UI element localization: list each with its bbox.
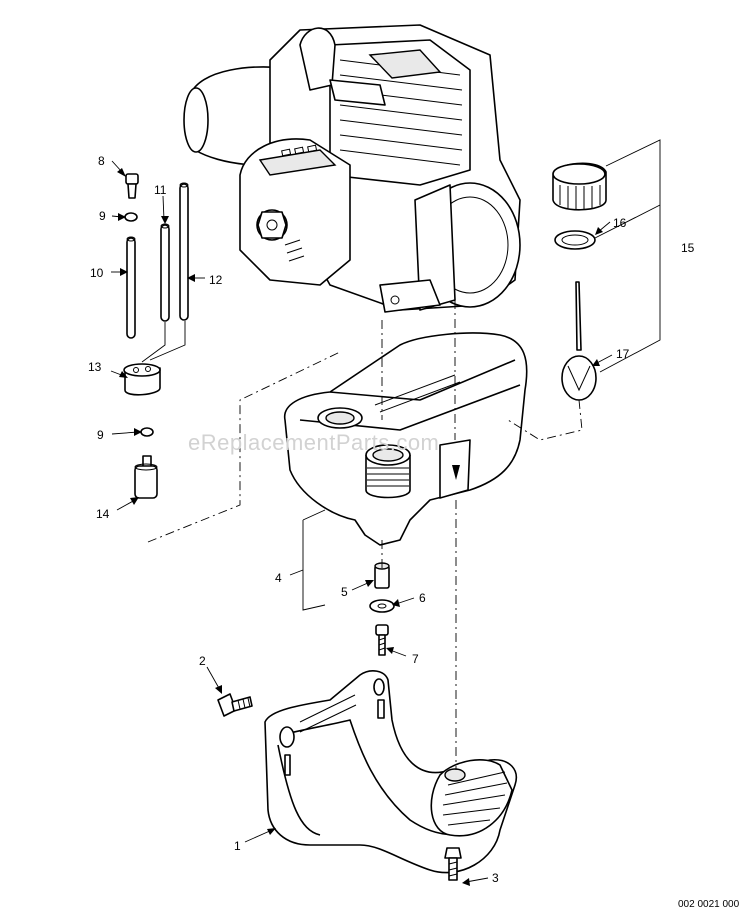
part-8-fitting [125, 173, 139, 199]
part-9-oring-upper [124, 212, 138, 222]
callout-16: 16 [613, 216, 627, 230]
drawing-number: 002 0021 000 [678, 899, 740, 910]
callout-5: 5 [341, 585, 348, 599]
callout-11: 11 [154, 183, 167, 197]
callout-9-upper: 9 [99, 209, 106, 223]
callout-2: 2 [199, 654, 206, 668]
callout-14: 14 [96, 507, 110, 521]
callout-7: 7 [412, 652, 419, 666]
part-6-washer [369, 599, 395, 613]
watermark-text: eReplacementParts.com [188, 430, 439, 455]
callout-15: 15 [681, 241, 695, 255]
callout-9-lower: 9 [97, 428, 104, 442]
engine-assembly [183, 24, 521, 313]
part-3-bolt [444, 847, 462, 881]
part-12-tube [179, 182, 189, 321]
callout-8: 8 [98, 154, 105, 168]
part-2-bolt [217, 693, 253, 717]
part-13-grommet [123, 321, 186, 396]
part-10-tube [126, 236, 136, 339]
callout-3: 3 [492, 871, 499, 885]
callout-arrows [110, 160, 613, 886]
callout-10: 10 [90, 266, 104, 280]
part-11-tube [160, 223, 170, 322]
callout-6: 6 [419, 591, 426, 605]
callout-4: 4 [275, 571, 282, 585]
callout-13: 13 [88, 360, 102, 374]
part-17-strainer [561, 281, 597, 401]
callout-12: 12 [209, 273, 223, 287]
leader-lines [147, 139, 661, 770]
part-9-oring-lower [140, 427, 154, 437]
callout-17: 17 [616, 347, 630, 361]
part-16-gasket [554, 230, 596, 250]
callout-labels: 1 2 3 4 5 6 7 8 9 9 10 11 12 13 14 15 16… [88, 154, 695, 885]
part-14-fuel-filter [134, 455, 158, 499]
part-7-bolt [375, 624, 389, 656]
fuel-tank [283, 332, 528, 546]
protector-guard [264, 670, 517, 874]
callout-1: 1 [234, 839, 241, 853]
part-15-fuel-cap [552, 162, 607, 211]
